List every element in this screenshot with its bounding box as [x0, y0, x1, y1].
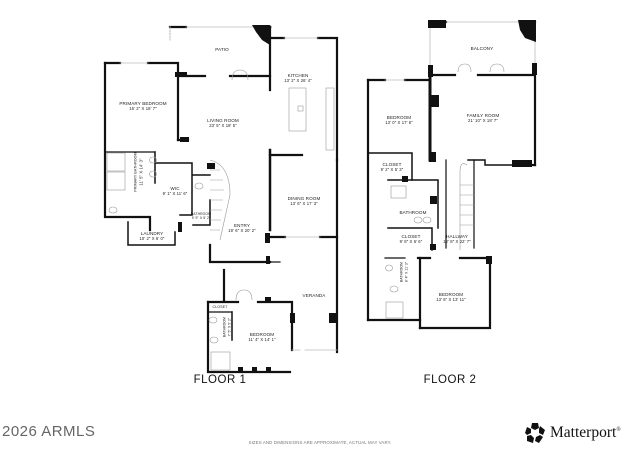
room-label-patio: PATIO	[215, 47, 229, 52]
floor-2-solid-blocks	[402, 20, 537, 264]
matterport-wordmark: Matterport®	[550, 424, 621, 441]
floor-1-walls	[103, 25, 339, 374]
floor-2-title: FLOOR 2	[423, 374, 477, 386]
disclaimer-text: SIZES AND DIMENSIONS ARE APPROXIMATE, AC…	[248, 440, 392, 445]
floor-2-walls	[366, 20, 537, 330]
room-label-closet-1: CLOSET	[212, 305, 228, 309]
matterport-logo: Matterport®	[524, 422, 621, 444]
floor-2-fixtures	[385, 63, 505, 319]
room-label-bathroom-3: BATHROOM	[399, 210, 427, 215]
floor-1-title: FLOOR 1	[193, 374, 247, 386]
room-label-veranda: VERANDA	[302, 293, 326, 298]
copyright-text: 2026 ARMLS	[2, 423, 96, 440]
matterport-mark-icon	[525, 423, 545, 443]
room-label-balcony: BALCONY	[470, 46, 494, 51]
floor-1-fixtures	[106, 69, 335, 371]
floor-1-solid-blocks	[175, 25, 336, 372]
